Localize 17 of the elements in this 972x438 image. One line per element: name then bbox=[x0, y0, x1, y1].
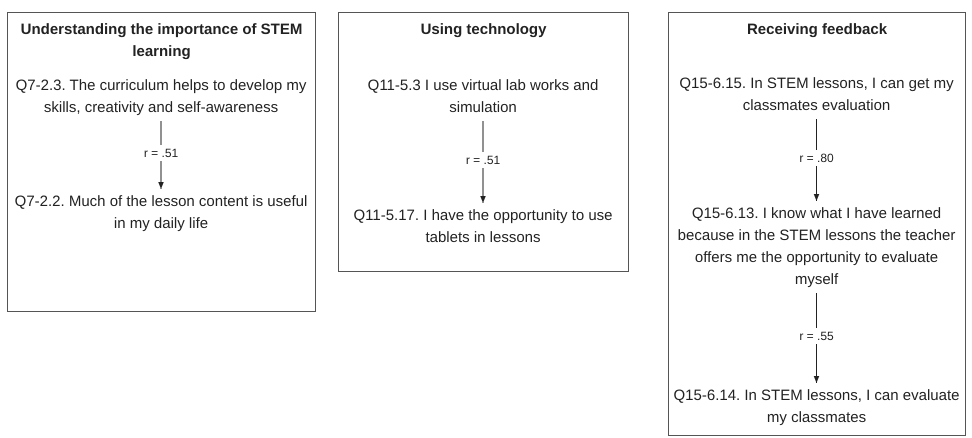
correlation-label: r = .55 bbox=[797, 328, 836, 344]
correlation-label: r = .51 bbox=[142, 145, 180, 161]
panel-heading: Receiving feedback bbox=[746, 20, 888, 40]
survey-item: Q15-6.13. I know what I have learned because in the STEM lessons the teacher offers me the opportunity to evaluate myself bbox=[673, 203, 960, 291]
survey-item: Q7-2.3. The curriculum helps to develop my skills, creativity and self-awareness bbox=[12, 75, 310, 119]
category-panel bbox=[338, 12, 629, 272]
panel-heading: Understanding the importance of STEM learning bbox=[20, 20, 304, 62]
survey-item: Q15-6.14. In STEM lessons, I can evaluate my classmates bbox=[673, 385, 960, 429]
survey-item: Q11-5.17. I have the opportunity to use tablets in lessons bbox=[343, 205, 623, 249]
category-panel bbox=[668, 12, 966, 436]
survey-item: Q11-5.3 I use virtual lab works and simulation bbox=[343, 75, 623, 119]
panel-heading: Using technology bbox=[420, 20, 548, 40]
survey-item: Q15-6.15. In STEM lessons, I can get my classmates evaluation bbox=[673, 73, 960, 117]
correlation-label: r = .51 bbox=[464, 152, 502, 168]
correlation-label: r = .80 bbox=[797, 150, 836, 166]
survey-item: Q7-2.2. Much of the lesson content is useful in my daily life bbox=[12, 191, 310, 235]
category-panel bbox=[7, 12, 316, 312]
